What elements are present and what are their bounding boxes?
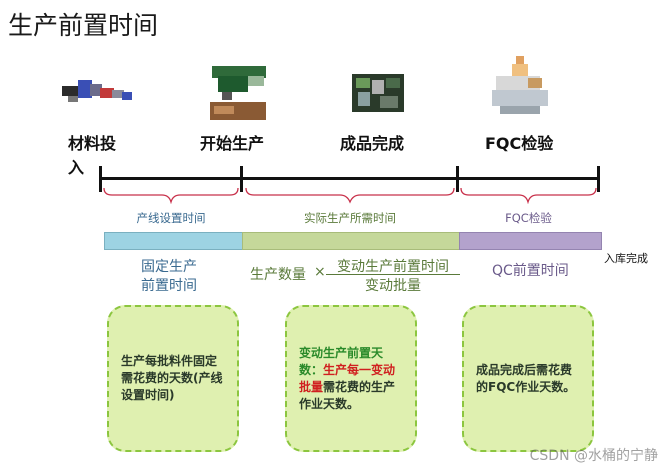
phase-label-fqc: FQC检验 (505, 211, 552, 225)
timeline-tick (456, 166, 459, 192)
page-title: 生产前置时间 (8, 11, 159, 40)
multiply-sign: × (314, 264, 326, 280)
stage-label-line2: 入 (68, 158, 85, 177)
timeline-tick (240, 166, 243, 192)
brace-setup (103, 187, 239, 204)
note-variable-production: 变动生产前置天数：生产每一变动批量需花费的生产作业天数。 (285, 305, 417, 452)
note-variable-heading: 变动生产前置天数： (299, 345, 384, 377)
stage-material-input: 材料投 入 (68, 130, 116, 178)
watermark: CSDN @水桶的宁静 (529, 448, 658, 464)
stage-fqc-inspection: FQC检验 (485, 134, 554, 153)
fraction-denominator: 变动批量 (365, 278, 421, 294)
bar-segment-production (242, 232, 460, 250)
note-variable-highlight: 生产每一变动批量 (299, 362, 396, 394)
note-fixed-setup-text: 生产每批料件固定需花费的天数(产线设置时间) (121, 354, 223, 402)
bar-segment-setup (104, 232, 243, 250)
stage-start-production: 开始生产 (200, 134, 265, 153)
fixed-lead-time-label: 固定生产 前置时间 (128, 258, 210, 296)
bar-segment-fqc (459, 232, 602, 250)
end-label: 入库完成 (604, 252, 648, 265)
fqc-inspection-image (492, 56, 548, 114)
timeline-tick (597, 166, 600, 192)
note-fixed-setup: 生产每批料件固定需花费的天数(产线设置时间) (107, 305, 239, 452)
production-quantity: 生产数量 (250, 267, 306, 283)
note-fqc: 成品完成后需花费的FQC作业天数。 (462, 305, 594, 452)
brace-fqc (460, 187, 597, 204)
brace-production (245, 187, 455, 204)
timeline-axis (100, 177, 600, 180)
timeline-tick (99, 166, 102, 192)
fixed-lead-time-line2: 前置时间 (141, 278, 197, 294)
phase-label-production: 实际生产所需时间 (304, 211, 396, 225)
fixed-lead-time-line1: 固定生产 (141, 259, 197, 275)
stage-label-line1: 材料投 (68, 134, 117, 153)
note-fqc-text: 成品完成后需花费的FQC作业天数。 (476, 362, 576, 394)
note-variable-rest: 需花费的生产作业天数。 (299, 379, 396, 411)
fraction-numerator: 变动生产前置时间 (337, 259, 449, 275)
finished-product-image (352, 74, 404, 112)
material-machine-image (62, 80, 132, 102)
start-production-machine-image (210, 66, 266, 120)
fraction-line (326, 274, 460, 275)
phase-label-setup: 产线设置时间 (136, 211, 206, 225)
qc-lead-time-label: QC前置时间 (492, 263, 569, 279)
stage-finished-product: 成品完成 (340, 134, 405, 153)
